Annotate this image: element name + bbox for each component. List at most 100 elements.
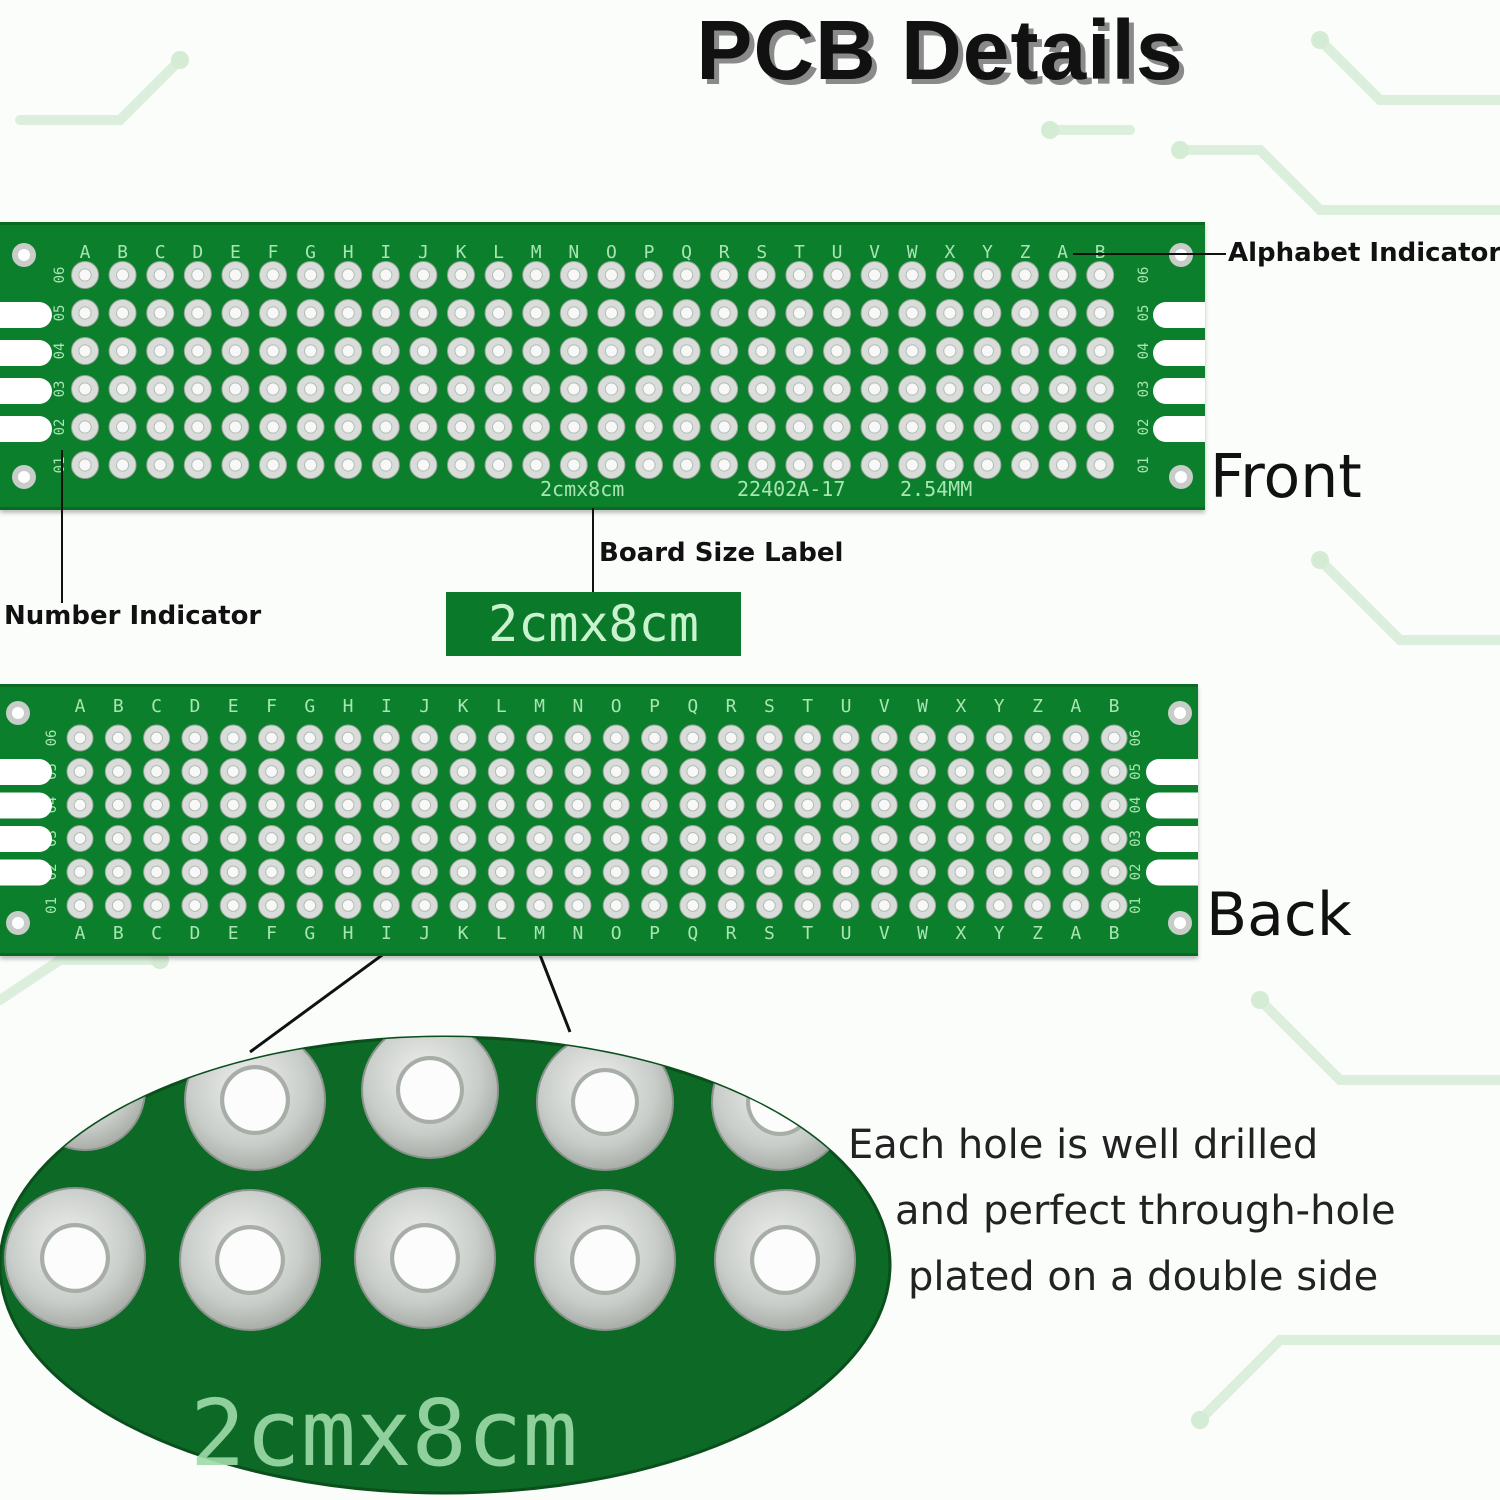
back-pad (181, 758, 209, 785)
back-pad (717, 858, 745, 886)
front-pad (1011, 375, 1039, 403)
back-pad (487, 892, 515, 919)
back-column-letter-bottom: C (151, 923, 162, 944)
front-row-number: 03 (52, 381, 68, 398)
back-row-number: 01 (1128, 897, 1144, 914)
back-pad (679, 825, 707, 852)
front-pad (484, 299, 513, 327)
front-pad (484, 451, 513, 479)
back-pad (411, 892, 439, 919)
front-pad (146, 261, 175, 289)
back-pad (219, 892, 247, 919)
back-column-letter: B (1109, 696, 1120, 717)
front-pad (334, 261, 363, 289)
front-pad (108, 375, 137, 403)
back-column-letter-bottom: I (381, 923, 392, 944)
board-size-badge: 2cmx8cm (446, 592, 741, 656)
back-column-letter-bottom: T (802, 923, 813, 944)
front-pad (371, 337, 400, 365)
front-pad (259, 299, 287, 327)
back-edge-slot (1146, 759, 1218, 785)
front-pad (1011, 337, 1039, 365)
front-row-number: 01 (1136, 457, 1152, 474)
back-pad (564, 724, 592, 752)
back-pad (717, 825, 745, 852)
front-label: Front (1210, 442, 1362, 512)
front-pad (1086, 413, 1115, 441)
front-pad (1011, 413, 1039, 441)
front-pad (183, 413, 212, 441)
front-pad (747, 413, 776, 441)
back-pad (296, 825, 324, 852)
back-column-letter: S (764, 696, 775, 717)
back-pad (181, 825, 209, 852)
back-pad (947, 758, 975, 785)
front-pad (785, 451, 814, 479)
zoom-detail: 2cmx8cm (0, 1035, 892, 1495)
back-pad (602, 858, 630, 886)
front-pad (183, 451, 212, 479)
front-pad (522, 337, 551, 365)
front-pad (860, 337, 889, 365)
back-pad (334, 791, 362, 819)
back-column-letter-bottom: Q (687, 923, 698, 944)
front-pad (522, 299, 551, 327)
front-column-letter: H (343, 242, 354, 263)
front-pad (635, 299, 663, 327)
back-column-letter: A (75, 696, 86, 717)
back-pad (794, 758, 822, 785)
front-pad (559, 413, 588, 441)
back-pad (487, 825, 515, 852)
back-pad (564, 825, 592, 852)
front-pad (259, 413, 287, 441)
back-pad (679, 758, 707, 785)
back-edge-slot (0, 759, 52, 785)
back-pad (526, 724, 554, 752)
back-pad (717, 724, 745, 752)
page-title: PCB Details (696, 3, 1184, 97)
front-pad (635, 337, 663, 365)
front-column-letter: M (531, 242, 542, 263)
front-pad (484, 261, 513, 289)
back-row-number: 06 (44, 730, 60, 747)
front-pad (108, 451, 137, 479)
back-row-number: 03 (1128, 830, 1144, 847)
back-pad (564, 858, 592, 886)
front-pad (898, 337, 927, 365)
back-pad (143, 758, 171, 785)
back-pad (219, 825, 247, 852)
back-pad (602, 724, 630, 752)
back-column-letter: R (726, 696, 737, 717)
back-pad (411, 825, 439, 852)
front-pad (1086, 299, 1115, 327)
front-pad (183, 299, 212, 327)
back-column-letter-bottom: A (1070, 923, 1081, 944)
front-pad (108, 299, 137, 327)
back-pad (985, 825, 1013, 852)
back-pad (794, 892, 822, 919)
front-pad (635, 451, 663, 479)
zoom-pad (361, 1037, 499, 1159)
front-pad (409, 299, 438, 327)
back-pad (143, 791, 171, 819)
front-pad (1011, 451, 1039, 479)
back-pad (104, 758, 132, 785)
front-pad (334, 337, 363, 365)
back-pad (526, 858, 554, 886)
back-pad (717, 791, 745, 819)
back-pad (372, 892, 400, 919)
front-pad (259, 337, 287, 365)
back-pad (143, 724, 171, 752)
zoom-pad (714, 1189, 856, 1331)
back-pad (104, 724, 132, 752)
front-column-letter: K (456, 242, 467, 263)
back-column-letter-bottom: V (879, 923, 890, 944)
back-pad (755, 791, 783, 819)
back-edge-slot (1146, 792, 1218, 819)
zoom-size-print: 2cmx8cm (190, 1380, 578, 1487)
back-pad (66, 825, 94, 852)
back-pad (755, 758, 783, 785)
front-pad (183, 337, 212, 365)
back-column-letter: A (1070, 696, 1081, 717)
